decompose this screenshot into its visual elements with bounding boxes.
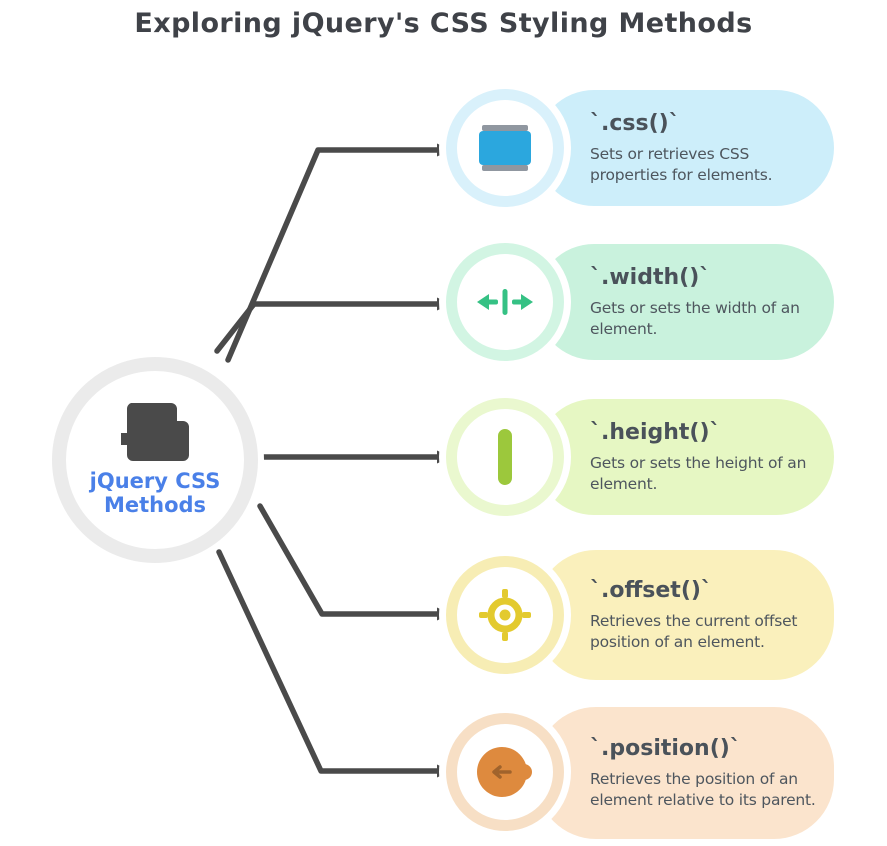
arrowhead-css — [437, 143, 451, 157]
branch-css-node — [446, 89, 564, 207]
jquery-css-logo-icon — [121, 402, 189, 463]
branch-offset-description: Retrieves the current offset position of… — [590, 611, 798, 651]
branch-position-node — [446, 713, 564, 831]
branch-position-title: `.position()` — [590, 735, 741, 761]
branch-css-description: Sets or retrieves CSS properties for ele… — [590, 144, 773, 184]
branch-offset-card: `.offset()` Retrieves the current offset… — [536, 550, 834, 680]
arrowhead-position — [437, 764, 451, 778]
branch-width-description: Gets or sets the width of an element. — [590, 298, 800, 338]
branch-height-node — [446, 398, 564, 516]
connector-offset — [257, 503, 443, 617]
connector-width — [214, 301, 443, 354]
position-marker-icon — [477, 746, 533, 798]
central-node-label: jQuery CSS Methods — [89, 468, 221, 517]
branch-width-card: `.width()` Gets or sets the width of an … — [536, 244, 834, 360]
connector-css — [225, 147, 443, 363]
horizontal-resize-icon — [476, 288, 534, 316]
arrowhead-offset — [437, 607, 451, 621]
diagram-title: Exploring jQuery's CSS Styling Methods — [134, 8, 753, 39]
branch-css-card: `.css()` Sets or retrieves CSS propertie… — [536, 90, 834, 206]
connector-position — [216, 549, 443, 774]
branch-position-description: Retrieves the position of an element rel… — [590, 769, 816, 809]
branch-offset-title: `.offset()` — [590, 577, 712, 603]
branch-width-title: `.width()` — [590, 264, 711, 290]
vertical-bar-icon — [497, 428, 513, 486]
branch-offset-node — [446, 556, 564, 674]
branch-css-title: `.css()` — [590, 110, 680, 136]
target-crosshair-icon — [479, 589, 531, 641]
branch-height-card: `.height()` Gets or sets the height of a… — [536, 399, 834, 515]
branch-position-card: `.position()` Retrieves the position of … — [536, 707, 834, 839]
branch-width-node — [446, 243, 564, 361]
arrowhead-height — [437, 450, 451, 464]
branch-height-title: `.height()` — [590, 419, 721, 445]
branch-height-description: Gets or sets the height of an element. — [590, 453, 807, 493]
arrowhead-width — [437, 297, 451, 311]
element-box-icon — [479, 125, 531, 171]
central-node: jQuery CSS Methods — [52, 357, 258, 563]
